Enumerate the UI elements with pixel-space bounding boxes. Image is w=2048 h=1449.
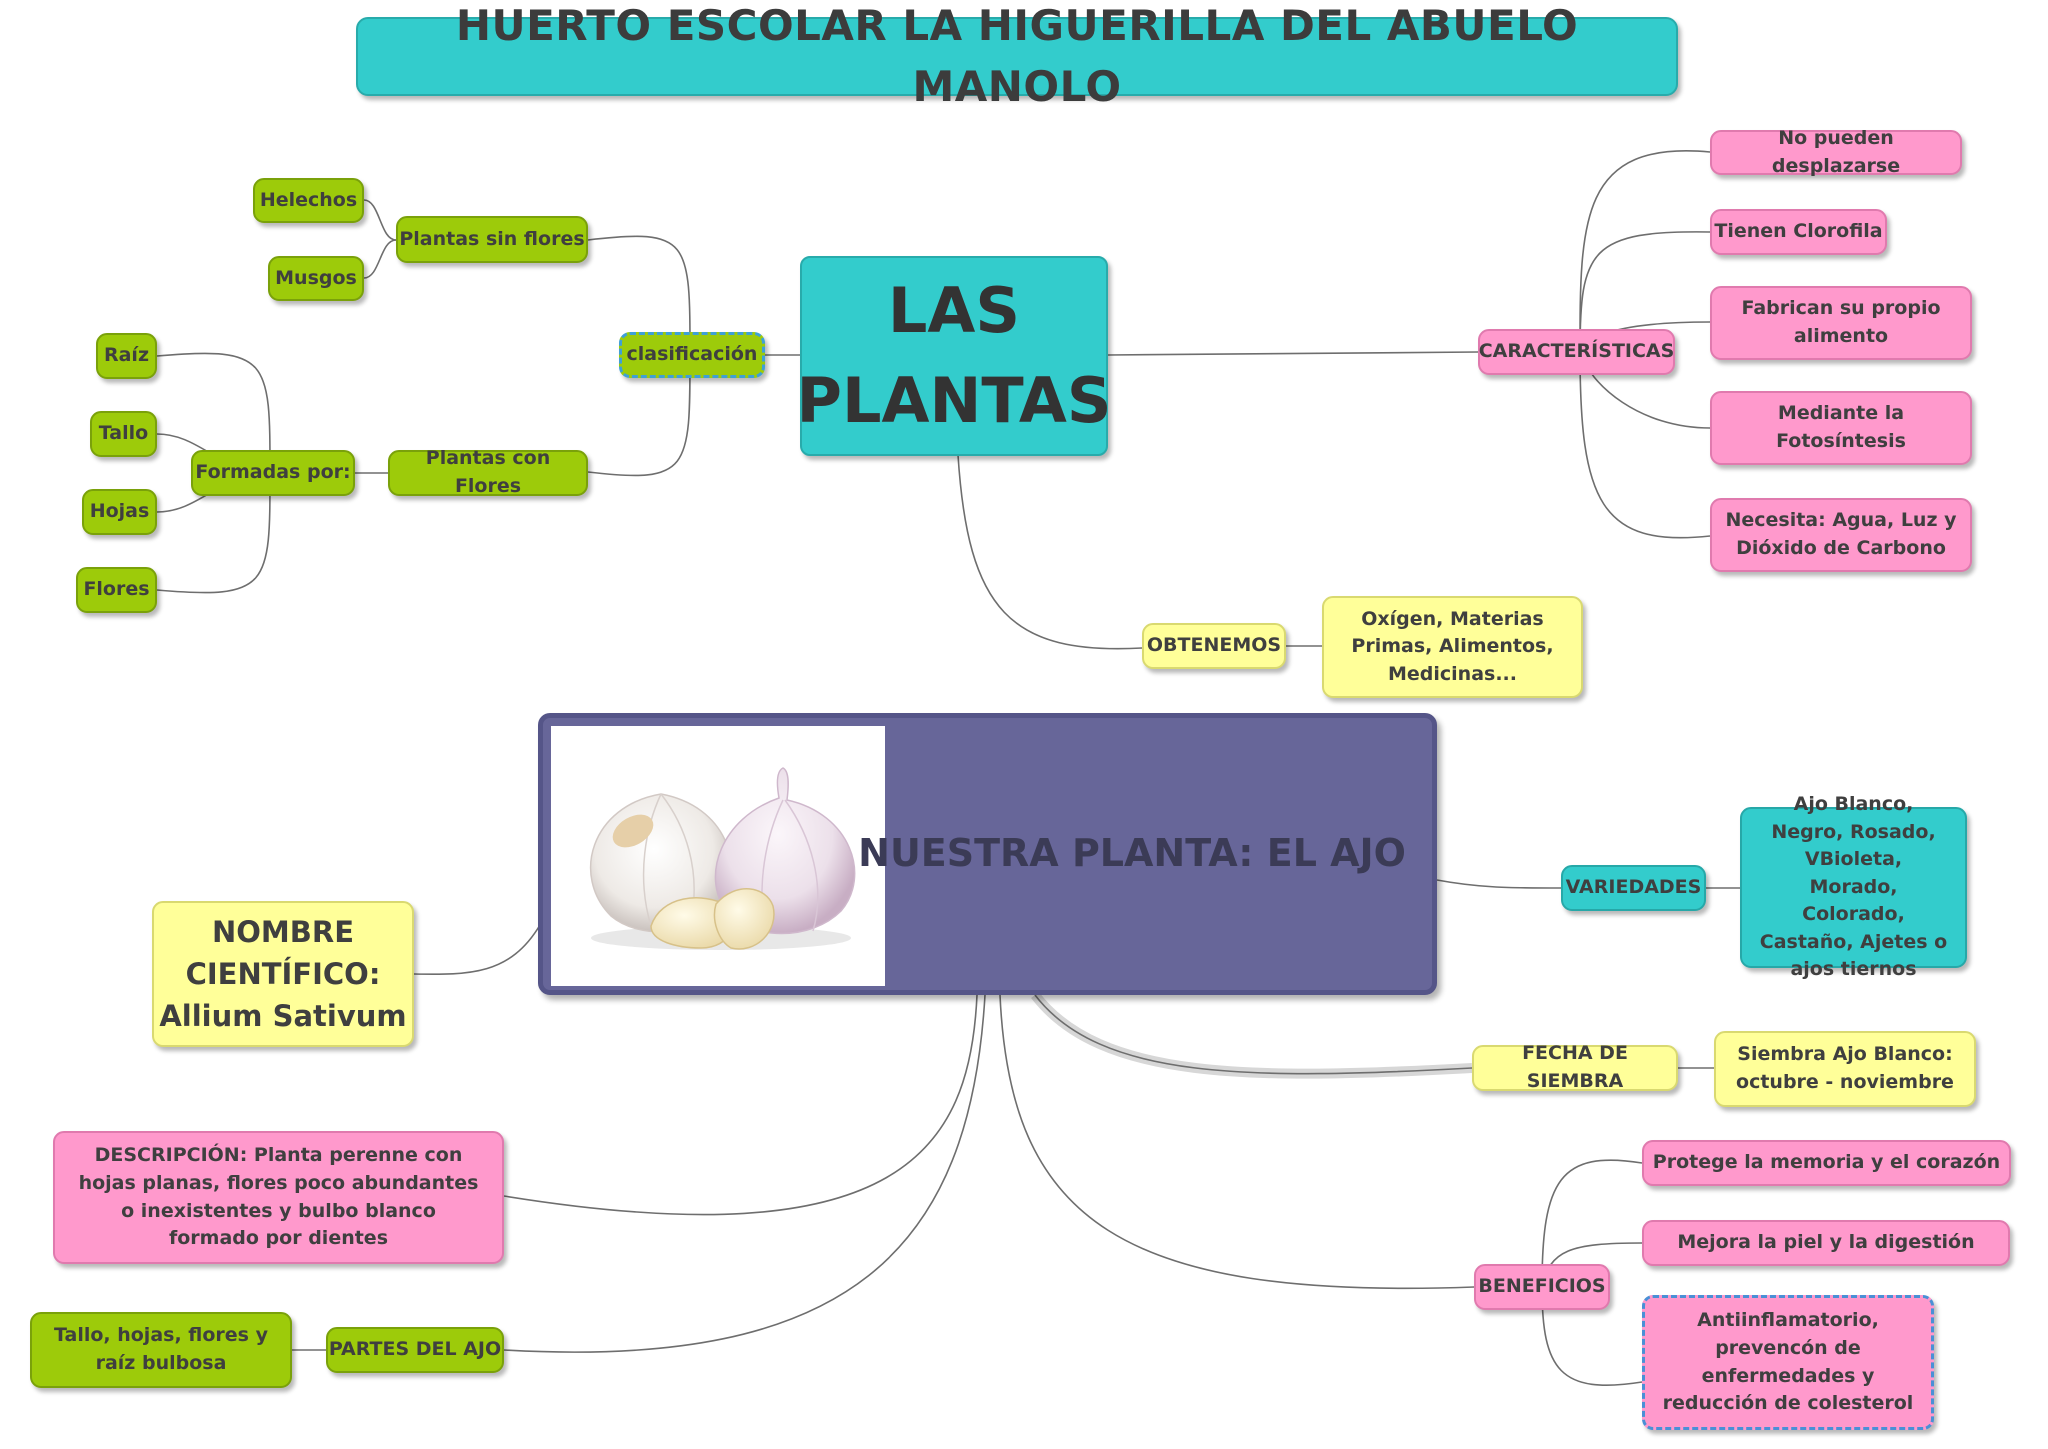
topic-mejora-piel-label: Mejora la piel y la digestión <box>1677 1231 1975 1254</box>
topic-hojas-label: Hojas <box>89 500 150 523</box>
topic-partes-detail-label: Tallo, hojas, flores y raíz bulbosa <box>53 1324 268 1374</box>
topic-fabrican-alimento[interactable]: Fabrican su propio alimento <box>1710 286 1972 360</box>
topic-necesita-label: Necesita: Agua, Luz y Dióxido de Carbono <box>1725 509 1957 559</box>
central-topic-el-ajo[interactable]: NUESTRA PLANTA: EL AJO <box>538 713 1437 995</box>
topic-nombre-line-2: CIENTÍFICO: <box>185 956 381 991</box>
link-car-1 <box>1579 150 1711 353</box>
central-topic-las-plantas[interactable]: LAS PLANTAS <box>797 256 1111 456</box>
link-ajo-fecha-line <box>1034 994 1473 1075</box>
topic-partes-del-ajo[interactable]: PARTES DEL AJO <box>326 1327 504 1373</box>
topic-variedades-label: VARIEDADES <box>1565 876 1702 899</box>
topic-fecha-detail[interactable]: Siembra Ajo Blanco: octubre - noviembre <box>1714 1031 1976 1107</box>
topic-obtenemos[interactable]: OBTENEMOS <box>1142 623 1286 669</box>
topic-necesita[interactable]: Necesita: Agua, Luz y Dióxido de Carbono <box>1710 498 1972 572</box>
topic-protege-memoria-label: Protege la memoria y el corazón <box>1652 1151 2001 1174</box>
topic-mejora-piel[interactable]: Mejora la piel y la digestión <box>1642 1220 2010 1266</box>
topic-caracteristicas[interactable]: CARACTERÍSTICAS <box>1478 329 1675 375</box>
link-ajo-partes <box>503 994 986 1353</box>
topic-nombre-cientifico[interactable]: NOMBRE CIENTÍFICO: Allium Sativum <box>152 901 414 1047</box>
link-ajo-beneficios <box>999 994 1475 1290</box>
topic-caracteristicas-label: CARACTERÍSTICAS <box>1478 340 1675 363</box>
topic-plantas-sin-flores-label: Plantas sin flores <box>399 227 585 250</box>
topic-no-pueden-desplazarse-label: No pueden desplazarse <box>1771 126 1901 177</box>
topic-variedades-detail[interactable]: Ajo Blanco, Negro, Rosado, VBioleta, Mor… <box>1740 793 1967 980</box>
topic-formadas-por-label: Formadas por: <box>195 461 351 484</box>
topic-antiinflamatorio-label: Antiinflamatorio, prevencón de enfermeda… <box>1662 1309 1914 1415</box>
link-clasificacion-conflores <box>587 354 691 477</box>
topic-plantas-sin-flores[interactable]: Plantas sin flores <box>396 216 588 263</box>
link-formadas-raiz <box>156 352 271 474</box>
topic-flores-label: Flores <box>83 578 150 601</box>
link-formadas-flores <box>156 472 271 594</box>
topic-tallo-label: Tallo <box>98 422 149 445</box>
topic-fecha-detail-label: Siembra Ajo Blanco: octubre - noviembre <box>1736 1043 1954 1093</box>
topic-nombre-line-3: Allium Sativum <box>159 999 407 1034</box>
topic-fotosintesis[interactable]: Mediante la Fotosíntesis <box>1710 391 1972 465</box>
topic-helechos[interactable]: Helechos <box>253 178 364 223</box>
central-topic-line-2: PLANTAS <box>796 364 1112 437</box>
topic-beneficios[interactable]: BENEFICIOS <box>1474 1264 1610 1310</box>
topic-formadas-por[interactable]: Formadas por: <box>191 450 355 496</box>
topic-fotosintesis-label: Mediante la Fotosíntesis <box>1776 402 1906 452</box>
topic-descripcion-label: DESCRIPCIÓN: Planta perenne con hojas pl… <box>78 1144 479 1250</box>
topic-tallo[interactable]: Tallo <box>90 411 157 457</box>
central-topic-el-ajo-label: NUESTRA PLANTA: EL AJO <box>858 831 1406 876</box>
link-central-obtenemos <box>957 454 1143 650</box>
link-car-2 <box>1579 231 1711 353</box>
topic-musgos[interactable]: Musgos <box>268 256 364 301</box>
topic-clasificacion-label: clasificación <box>626 343 758 366</box>
link-ben-1 <box>1541 1159 1643 1288</box>
link-ajo-variedades <box>1436 879 1562 889</box>
topic-variedades-detail-label: Ajo Blanco, Negro, Rosado, VBioleta, Mor… <box>1759 793 1948 981</box>
topic-tienen-clorofila[interactable]: Tienen Clorofila <box>1710 209 1887 255</box>
topic-fabrican-alimento-label: Fabrican su propio alimento <box>1741 297 1941 347</box>
link-ajo-descripcion <box>503 994 978 1216</box>
topic-partes-del-ajo-label: PARTES DEL AJO <box>328 1338 502 1361</box>
topic-protege-memoria[interactable]: Protege la memoria y el corazón <box>1642 1140 2011 1186</box>
topic-obtenemos-label: OBTENEMOS <box>1146 634 1282 657</box>
topic-plantas-con-flores-label: Plantas con Flores <box>425 447 551 497</box>
topic-no-pueden-desplazarse[interactable]: No pueden desplazarse <box>1710 127 1962 177</box>
topic-plantas-con-flores[interactable]: Plantas con Flores <box>388 447 588 497</box>
topic-obtenemos-detail-label: Oxígen, Materias Primas, Alimentos, Medi… <box>1351 607 1554 685</box>
topic-variedades[interactable]: VARIEDADES <box>1561 865 1706 911</box>
link-sinflores-musgos <box>363 239 397 279</box>
topic-musgos-label: Musgos <box>275 266 357 289</box>
garlic-image <box>551 726 885 986</box>
topic-raiz-label: Raíz <box>103 344 150 367</box>
link-sinflores-helechos <box>363 199 397 241</box>
topic-antiinflamatorio[interactable]: Antiinflamatorio, prevencón de enfermeda… <box>1642 1295 1934 1430</box>
topic-helechos-label: Helechos <box>259 188 358 211</box>
topic-hojas[interactable]: Hojas <box>82 489 157 535</box>
topic-flores[interactable]: Flores <box>76 567 157 613</box>
topic-partes-detail[interactable]: Tallo, hojas, flores y raíz bulbosa <box>30 1312 292 1388</box>
topic-descripcion[interactable]: DESCRIPCIÓN: Planta perenne con hojas pl… <box>53 1131 504 1264</box>
topic-tienen-clorofila-label: Tienen Clorofila <box>1714 220 1883 243</box>
topic-raiz[interactable]: Raíz <box>96 333 157 379</box>
page-title: HUERTO ESCOLAR LA HIGUERILLA DEL ABUELO … <box>356 1 1678 111</box>
topic-obtenemos-detail[interactable]: Oxígen, Materias Primas, Alimentos, Medi… <box>1322 596 1583 698</box>
topic-fecha-de-siembra-label: FECHA DE SIEMBRA <box>1522 1042 1628 1092</box>
link-clasificacion-sinflores <box>587 235 691 356</box>
topic-fecha-de-siembra[interactable]: FECHA DE SIEMBRA <box>1472 1042 1678 1092</box>
garlic-illustration <box>589 767 856 950</box>
link-car-5 <box>1579 351 1711 539</box>
link-central-caracteristicas <box>1107 351 1479 356</box>
link-ajo-fecha <box>1031 991 1473 1079</box>
link-ajo-nombre <box>413 924 541 976</box>
central-topic-line-1: LAS <box>887 274 1021 348</box>
page-title-text: HUERTO ESCOLAR LA HIGUERILLA DEL ABUELO … <box>455 0 1579 111</box>
topic-clasificacion[interactable]: clasificación <box>619 332 765 378</box>
topic-beneficios-label: BENEFICIOS <box>1478 1275 1606 1298</box>
topic-nombre-line-1: NOMBRE <box>211 914 355 949</box>
link-ben-3 <box>1541 1286 1643 1386</box>
